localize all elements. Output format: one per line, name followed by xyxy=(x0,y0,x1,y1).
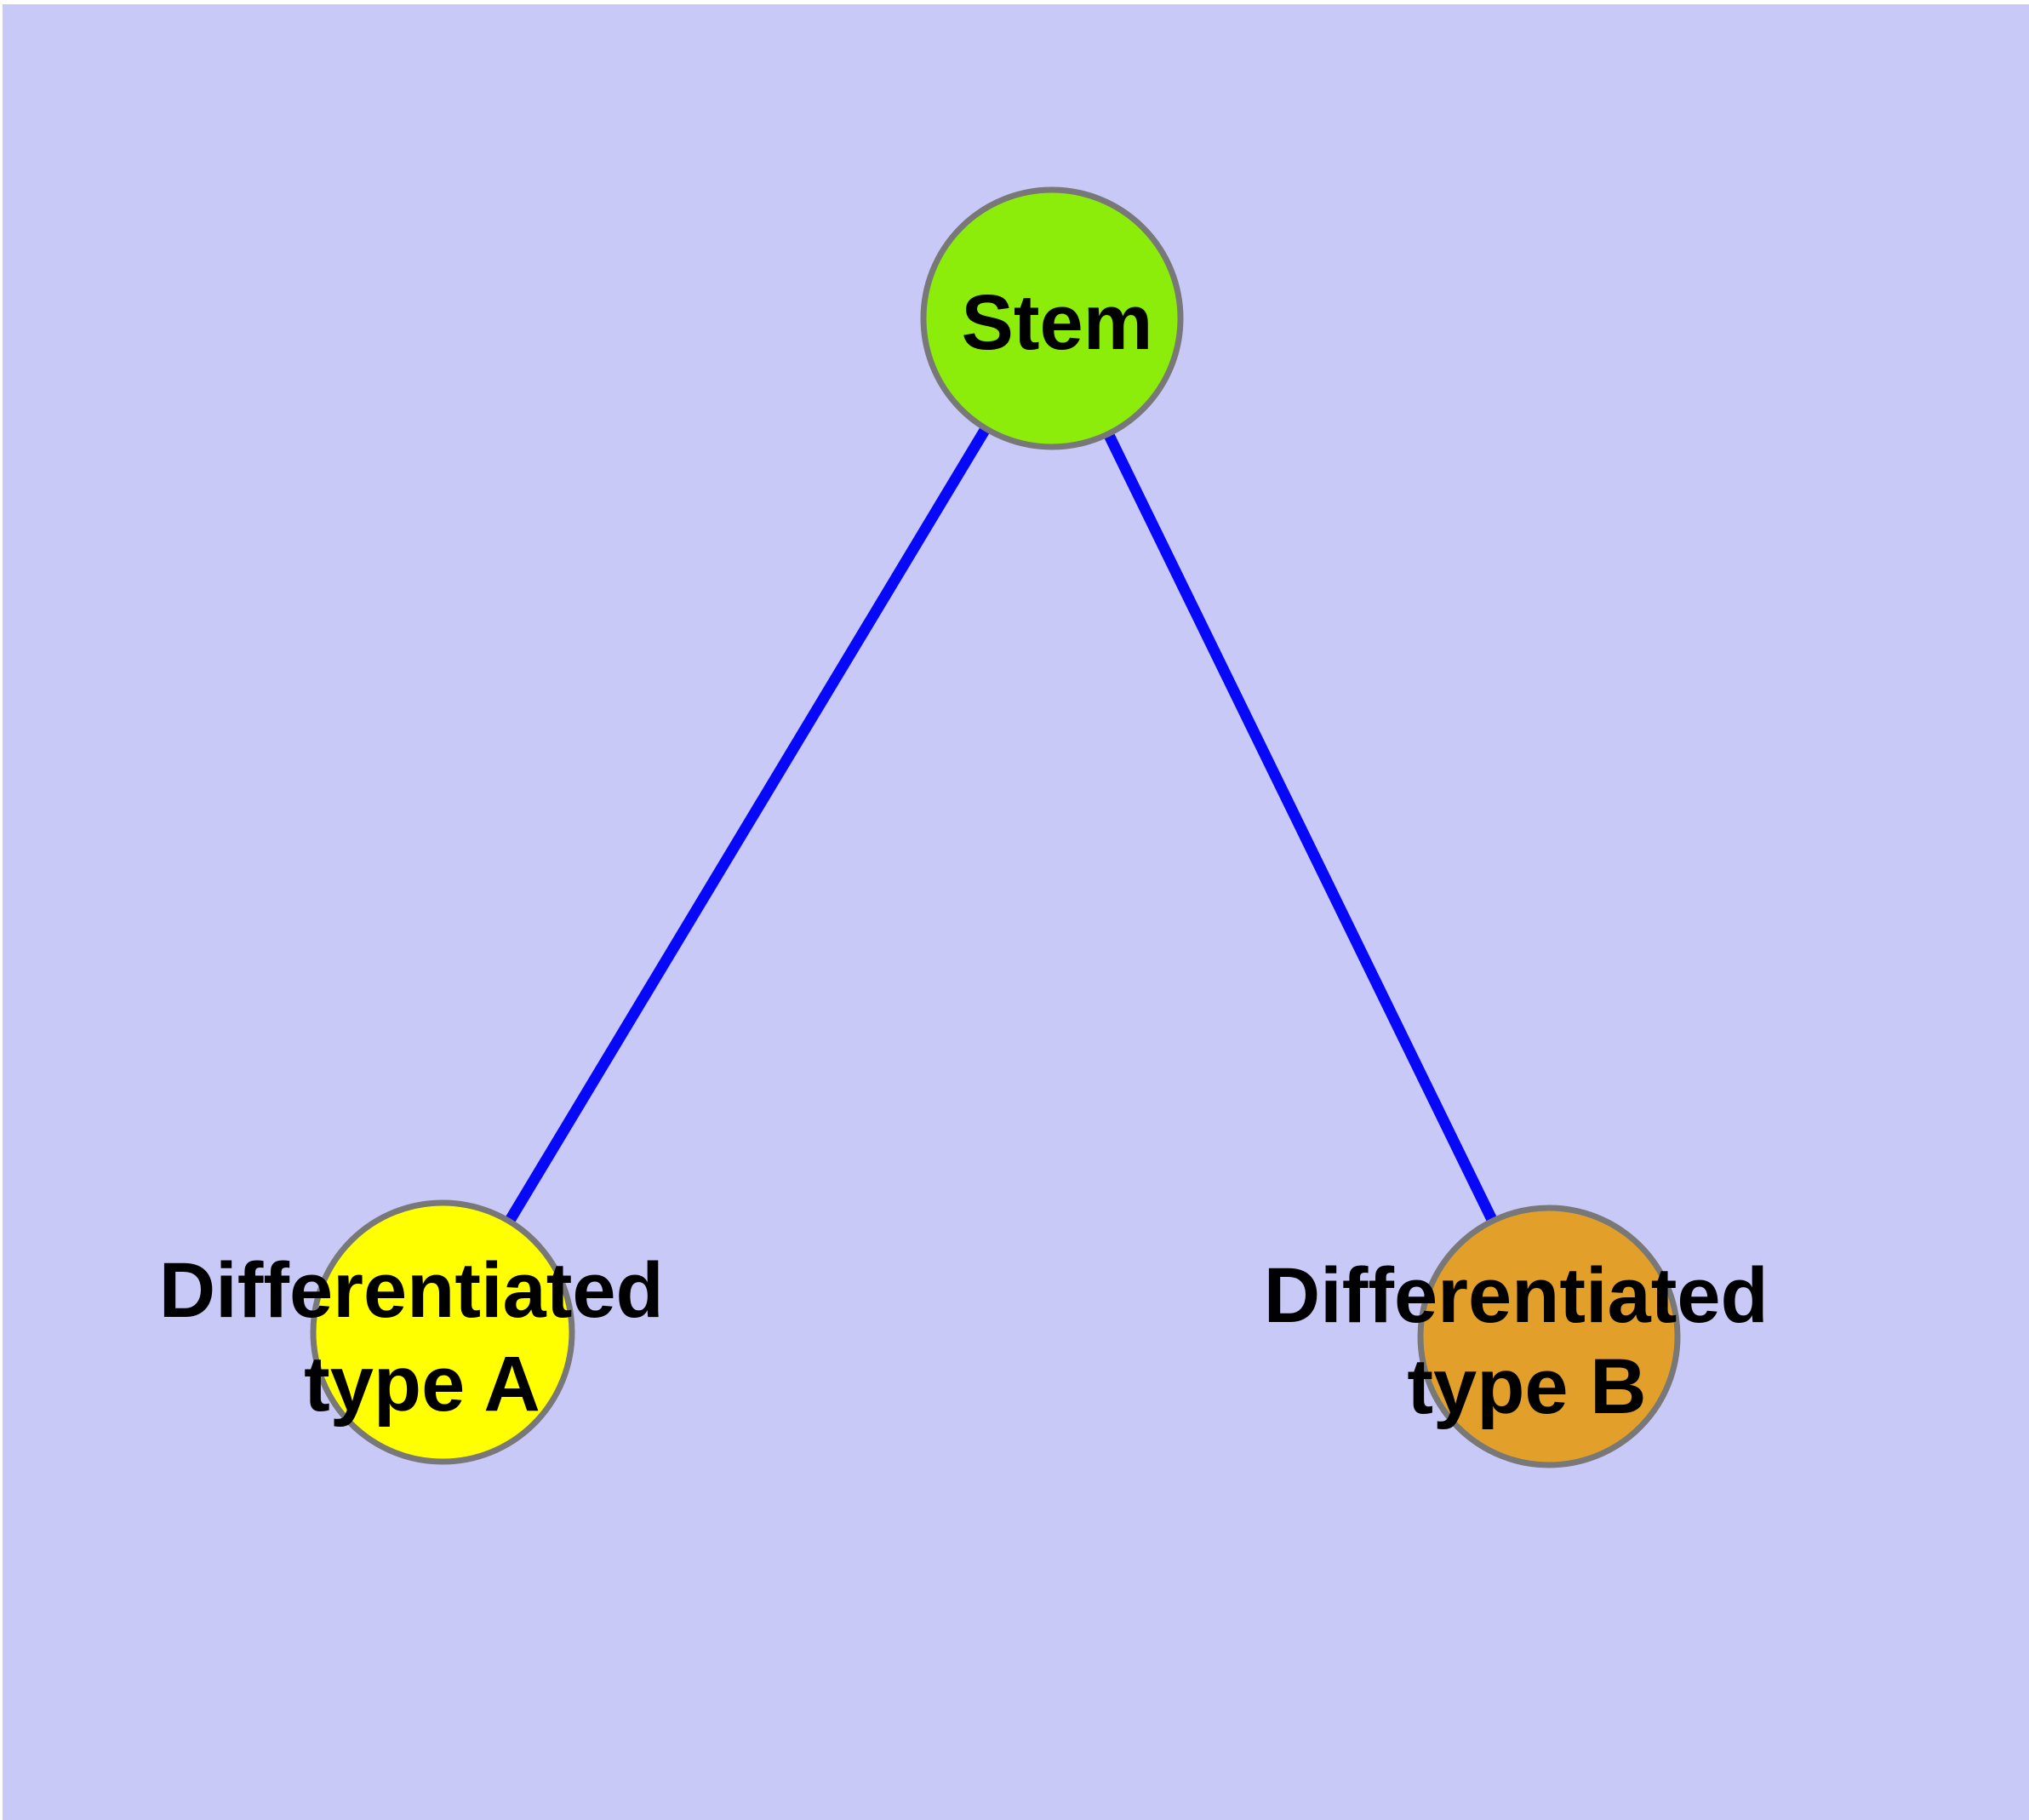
node-stem-label: Stem xyxy=(962,279,1153,366)
node-type-b-label-line2: type B xyxy=(1407,1343,1646,1430)
node-type-a-circle xyxy=(310,1199,575,1465)
node-type-a-label-line1: Differentiated xyxy=(159,1247,664,1334)
node-type-a-label-line2: type A xyxy=(304,1341,540,1428)
edge-stem-to-type-b xyxy=(1047,316,1554,1339)
node-stem-circle xyxy=(920,186,1184,450)
edge-stem-to-type-a xyxy=(437,315,1057,1336)
node-type-b-circle xyxy=(1417,1205,1681,1468)
node-type-b-label-line1: Differentiated xyxy=(1264,1252,1769,1339)
node-type-a-label: Differentiated type A xyxy=(159,1247,686,1428)
node-type-b-label: Differentiated type B xyxy=(1264,1252,1791,1430)
